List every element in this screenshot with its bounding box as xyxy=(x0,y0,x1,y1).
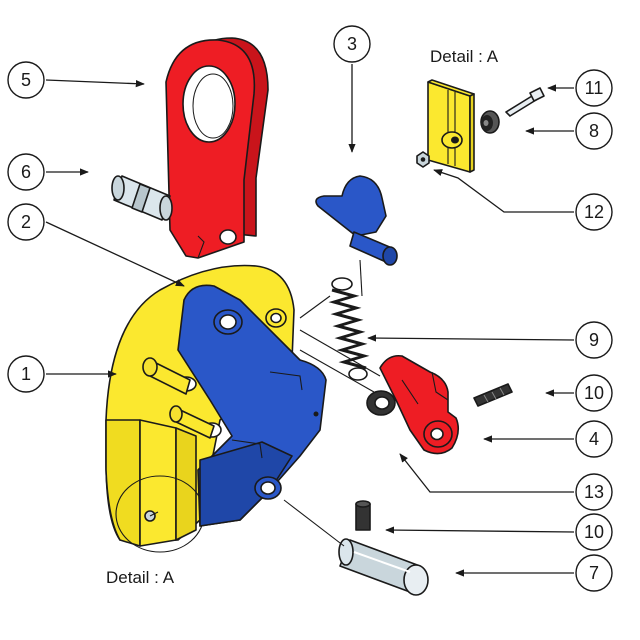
detail-a-label-top: Detail : A xyxy=(430,47,499,66)
callout-7: 7 xyxy=(575,554,613,592)
cam-part xyxy=(177,284,327,527)
callout-1-number: 1 xyxy=(21,364,31,384)
callout-2-number: 2 xyxy=(21,212,31,232)
callout-3: 3 xyxy=(333,25,371,63)
detail-a-assembly xyxy=(416,79,545,173)
toggle-lever-part xyxy=(379,354,460,455)
callout-5-number: 5 xyxy=(21,70,31,90)
callout-13: 13 xyxy=(575,473,613,511)
handle-part xyxy=(315,175,398,266)
callout-8-number: 8 xyxy=(589,121,599,141)
callout-10-upper: 10 xyxy=(575,374,613,412)
eye-pin-part xyxy=(111,175,173,221)
callout-2: 2 xyxy=(7,203,45,241)
callout-6: 6 xyxy=(7,153,45,191)
set-screw-lower-part xyxy=(355,500,371,531)
callout-10-upper-number: 10 xyxy=(584,383,604,403)
set-screw-upper-part xyxy=(473,383,513,407)
leader-lines xyxy=(45,64,575,577)
callout-6-number: 6 xyxy=(21,162,31,182)
callout-9: 9 xyxy=(575,321,613,359)
callout-4: 4 xyxy=(575,420,613,458)
lifting-eye-part xyxy=(165,37,269,259)
washer-part xyxy=(366,390,396,416)
callout-9-number: 9 xyxy=(589,330,599,350)
callout-11-number: 11 xyxy=(585,78,604,98)
callout-3-number: 3 xyxy=(347,34,357,54)
callout-13-number: 13 xyxy=(584,482,604,502)
callout-7-number: 7 xyxy=(589,563,599,583)
callout-5: 5 xyxy=(7,61,45,99)
detail-a-label-bottom: Detail : A xyxy=(106,568,175,587)
callout-10-lower: 10 xyxy=(575,513,613,551)
spring-part xyxy=(328,277,370,381)
callout-11: 11 xyxy=(575,69,613,107)
callout-1: 1 xyxy=(7,355,45,393)
assembly-guide-lines xyxy=(283,259,381,547)
callout-12-number: 12 xyxy=(584,202,604,222)
callout-10-lower-number: 10 xyxy=(584,522,604,542)
callout-4-number: 4 xyxy=(589,429,599,449)
callout-12: 12 xyxy=(575,193,613,231)
cam-pin-part xyxy=(338,538,429,596)
callout-8: 8 xyxy=(575,112,613,150)
